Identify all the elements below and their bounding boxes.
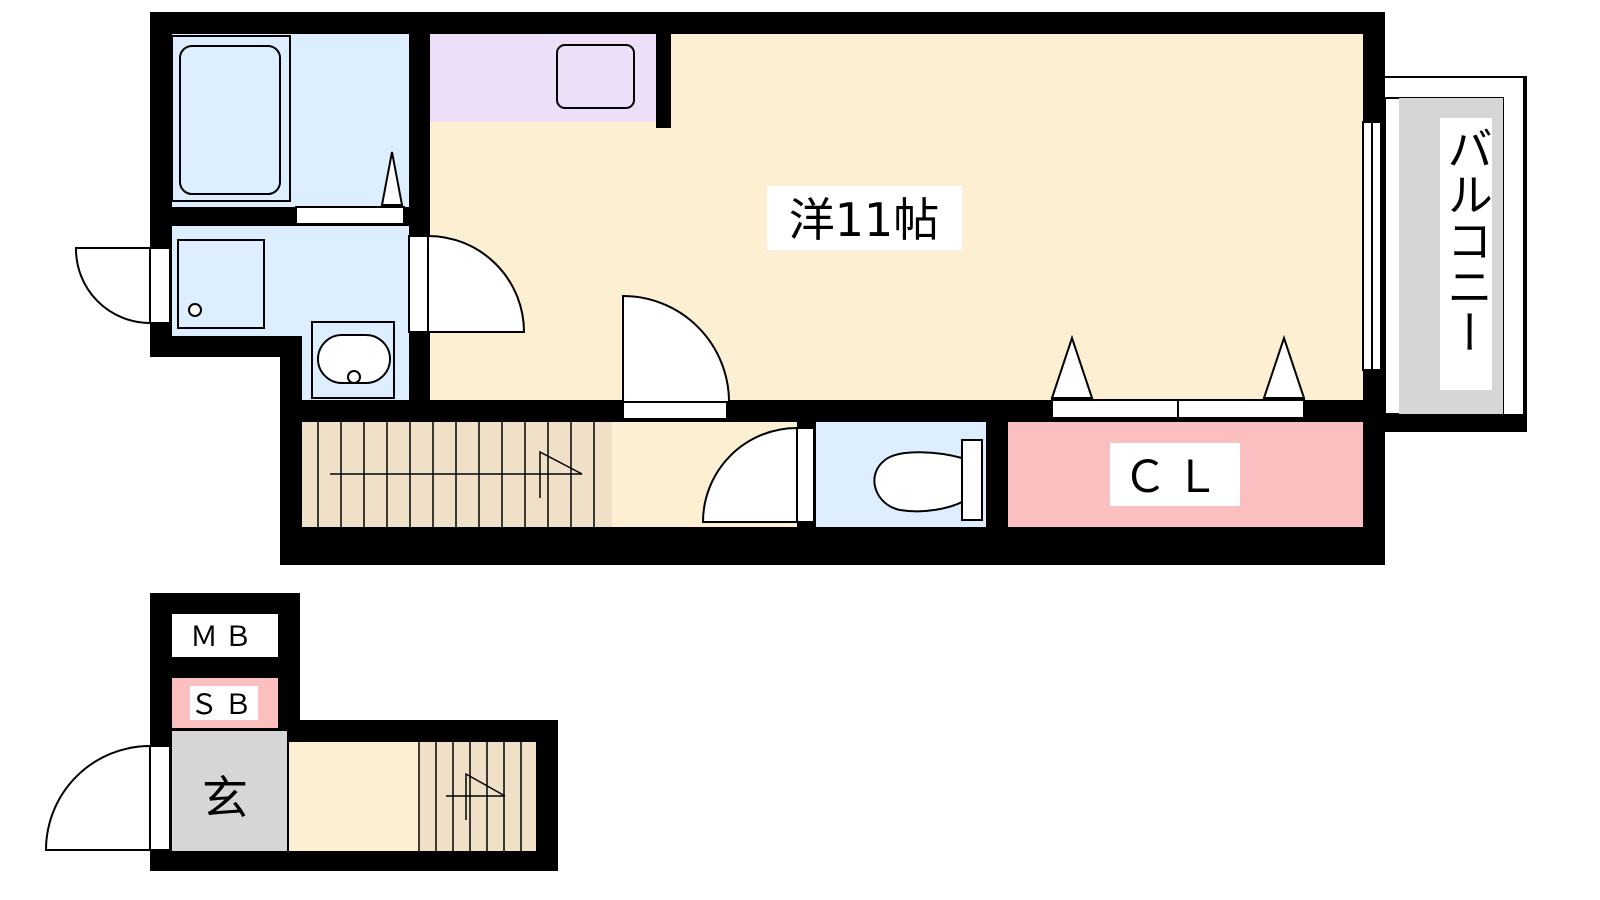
toilet-icon	[873, 439, 983, 521]
entrance-door-swing-icon	[44, 744, 151, 851]
meter-box	[172, 614, 278, 657]
bathtub-icon	[171, 35, 291, 202]
meter-box-label: ＭＢ	[190, 620, 258, 653]
shoe-box-label-bg	[190, 686, 258, 720]
stairs-icon	[302, 422, 612, 527]
toilet-door-swing-icon	[701, 426, 798, 523]
shoe-box-label: ＳＢ	[190, 688, 258, 721]
lower-stairs-icon	[418, 742, 536, 851]
lower-hall	[289, 742, 419, 851]
entrance-label: 玄	[202, 771, 248, 825]
hall-door-frame	[622, 401, 728, 420]
kitchen-sink-icon	[556, 44, 635, 109]
room-door-swing-icon	[427, 234, 526, 333]
closet-label: ＣＬ	[1123, 452, 1227, 503]
western-room-label: 洋11帖	[789, 193, 940, 247]
washroom-door-frame	[149, 247, 171, 324]
washing-machine-icon	[177, 239, 265, 329]
closet-door-right-icon	[1262, 334, 1306, 399]
room-door-frame	[408, 235, 429, 333]
washroom-door-swing-icon	[74, 247, 151, 324]
bath-door-frame	[295, 206, 405, 225]
entrance	[172, 731, 287, 851]
toilet-door-frame	[796, 427, 815, 523]
closet-label-bg	[1110, 443, 1240, 506]
balcony: バルコニー	[1384, 76, 1527, 432]
closet-door-left-icon	[1050, 334, 1094, 399]
kitchen-divider	[656, 34, 671, 128]
entrance-door-frame	[149, 745, 171, 851]
room-label-bg	[767, 186, 962, 250]
bath-door-icon	[380, 151, 404, 206]
balcony-label: バルコニー	[1440, 125, 1494, 355]
hall-door-swing-icon	[622, 294, 731, 403]
sink-icon	[311, 321, 395, 399]
